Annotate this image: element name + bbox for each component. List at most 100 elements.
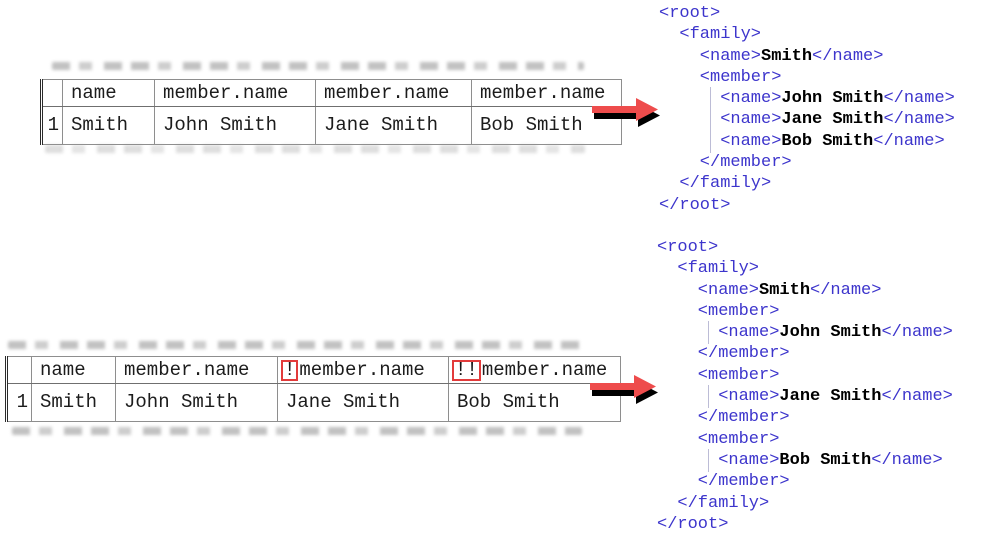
xml-line: </family>: [659, 173, 955, 194]
xml-line: <name>Jane Smith</name>: [657, 385, 953, 409]
xml-tag: </name>: [883, 110, 955, 130]
xml-tag: <family>: [679, 25, 762, 45]
xml-tag: <member>: [697, 429, 780, 449]
xml-line: <name>John Smith</name>: [659, 87, 955, 111]
table-cell[interactable]: Smith: [62, 106, 155, 145]
xml-tag: </member>: [697, 472, 790, 492]
xml-tag: <member>: [697, 365, 780, 385]
xml-tag: <member>: [697, 301, 780, 321]
xml-tag: </name>: [810, 280, 882, 300]
xml-tag: <name>: [720, 131, 782, 151]
column-label: member.name: [324, 81, 450, 104]
xml-line: <name>Smith</name>: [657, 280, 953, 301]
xml-tag: <root>: [657, 238, 719, 257]
xml-line: <name>Bob Smith</name>: [659, 129, 955, 154]
xml-tag: </family>: [677, 493, 770, 513]
xml-line: <name>John Smith</name>: [657, 321, 953, 345]
xml-line: <member>: [657, 429, 953, 450]
column-label: member.name: [299, 358, 425, 381]
table-cell[interactable]: Jane Smith: [277, 383, 449, 422]
xml-tag: </name>: [881, 387, 953, 407]
xml-tag: <name>: [697, 280, 760, 300]
column-label: member.name: [163, 81, 289, 104]
table-cell[interactable]: Jane Smith: [315, 106, 472, 145]
indent-guide: [708, 321, 709, 345]
indent-guide: [710, 87, 711, 111]
column-header[interactable]: name: [62, 79, 155, 107]
xml-tag: </name>: [873, 131, 945, 151]
column-label: member.name: [124, 358, 250, 381]
row-number-header[interactable]: [41, 79, 63, 107]
xml-line: <name>Bob Smith</name>: [657, 448, 953, 473]
xml-tag: <name>: [699, 46, 762, 66]
xml-text-value: John Smith: [781, 89, 884, 109]
blurred-text-artifact: [12, 427, 582, 435]
table-cell[interactable]: Bob Smith: [448, 383, 621, 422]
xml-text-value: Smith: [759, 280, 811, 300]
xml-tag: </name>: [871, 450, 943, 470]
xml-tag: <name>: [720, 110, 782, 130]
xml-line: <root>: [657, 237, 953, 258]
xml-line: </member>: [657, 471, 953, 492]
xml-text-value: John Smith: [779, 323, 882, 343]
xml-text-value: Jane Smith: [779, 387, 882, 407]
xml-tag: <member>: [699, 67, 782, 87]
column-header[interactable]: member.name: [315, 79, 472, 107]
indent-guide: [710, 129, 711, 154]
row-number[interactable]: 1: [41, 106, 63, 145]
column-header[interactable]: !!member.name: [448, 356, 621, 384]
xml-line: <name>Smith</name>: [659, 46, 955, 67]
indent-guide: [710, 108, 711, 132]
xml-output-merged: <root><family><name>Smith</name><member>…: [659, 3, 955, 216]
xml-line: <family>: [657, 258, 953, 279]
alert-marker: !!: [452, 359, 481, 381]
xml-line: <member>: [659, 67, 955, 88]
transform-arrow: [592, 98, 660, 127]
column-header[interactable]: member.name: [115, 356, 278, 384]
xml-tag: </name>: [812, 46, 884, 66]
xml-line: <family>: [659, 24, 955, 45]
xml-line: <name>Jane Smith</name>: [659, 108, 955, 132]
indent-guide: [708, 385, 709, 409]
xml-line: </family>: [657, 493, 953, 514]
xml-line: <member>: [657, 301, 953, 322]
xml-tag: </member>: [697, 408, 790, 428]
xml-line: </root>: [659, 195, 955, 216]
xml-tag: </name>: [881, 323, 953, 343]
xml-tag: <name>: [718, 323, 780, 343]
alert-marker: !: [281, 359, 299, 381]
xml-tag: <family>: [677, 259, 760, 279]
xml-tag: </member>: [699, 153, 792, 173]
xml-line: <root>: [659, 3, 955, 24]
table-cell[interactable]: John Smith: [154, 106, 316, 145]
arrow-body: [592, 98, 658, 121]
column-header[interactable]: member.name: [154, 79, 316, 107]
column-header[interactable]: member.name: [471, 79, 622, 107]
xml-output-separated: <root><family><name>Smith</name><member>…: [657, 237, 953, 535]
xml-tag: <name>: [720, 89, 782, 109]
xml-tag: <root>: [659, 4, 721, 23]
row-number-header[interactable]: [6, 356, 32, 384]
xml-line: </member>: [657, 407, 953, 428]
xml-tag: </name>: [883, 89, 955, 109]
column-label: name: [71, 81, 117, 104]
column-header[interactable]: !member.name: [277, 356, 449, 384]
table-cell[interactable]: John Smith: [115, 383, 278, 422]
row-number[interactable]: 1: [6, 383, 32, 422]
xml-text-value: Smith: [761, 46, 813, 66]
xml-line: </member>: [657, 343, 953, 364]
header-row: name member.name member.name member.name: [41, 79, 622, 107]
xml-tag: <name>: [718, 387, 780, 407]
xml-tag: </root>: [659, 195, 731, 215]
table-cell[interactable]: Smith: [31, 383, 116, 422]
column-header[interactable]: name: [31, 356, 116, 384]
blurred-text-artifact: [45, 145, 585, 153]
column-label: member.name: [481, 358, 608, 381]
xml-line: <member>: [657, 365, 953, 386]
